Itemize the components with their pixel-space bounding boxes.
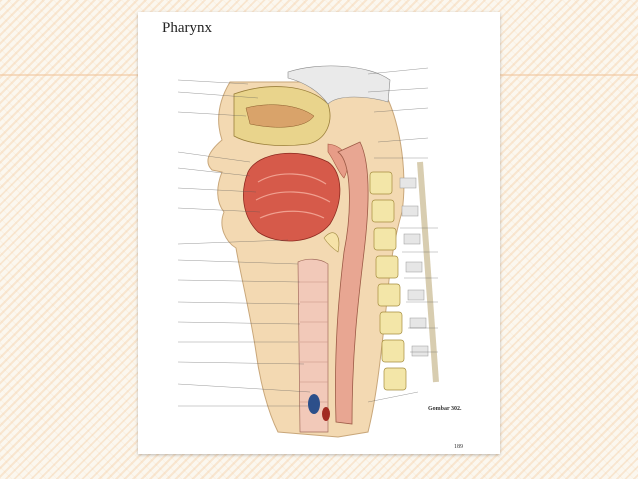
page-number: 189	[454, 444, 463, 450]
anatomy-plate	[177, 65, 439, 438]
plate-reference: Gombar 302.	[428, 406, 462, 412]
slide-card: Pharynx Gombar 302. 189	[138, 12, 500, 454]
slide-title: Pharynx	[162, 20, 212, 36]
